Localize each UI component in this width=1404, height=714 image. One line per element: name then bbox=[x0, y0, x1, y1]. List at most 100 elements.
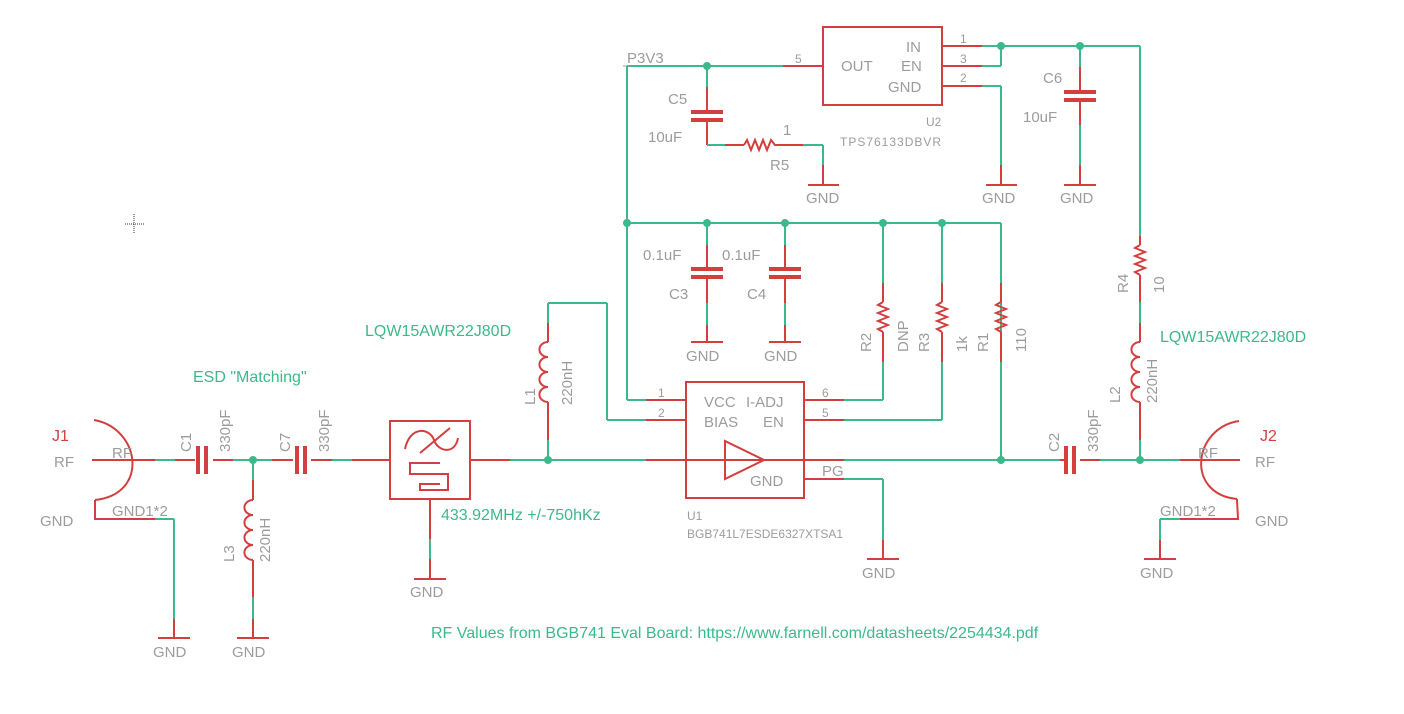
r1-value: 110 bbox=[1013, 328, 1030, 352]
u1-pin-2-num: 2 bbox=[658, 406, 665, 420]
u1-nets: GND bbox=[548, 302, 942, 582]
l3-inductor[interactable]: L3 220nH GND bbox=[221, 460, 274, 661]
c7-value: 330pF bbox=[316, 409, 333, 452]
j1-connector[interactable]: J1 RF GND RF GND1*2 GND bbox=[40, 419, 190, 661]
filter-frequency-note: 433.92MHz +/-750hKz bbox=[441, 507, 601, 524]
gnd-label: GND bbox=[1140, 565, 1174, 582]
r5-ref: R5 bbox=[770, 157, 789, 174]
l2-value: 220nH bbox=[1144, 359, 1161, 403]
gnd-label: GND bbox=[764, 348, 798, 365]
filter-wave-icon bbox=[404, 430, 459, 451]
u1-pin-iadj-label: I-ADJ bbox=[746, 394, 784, 411]
c7-capacitor[interactable]: C7 330pF bbox=[277, 409, 333, 474]
u1-pin-bias-label: BIAS bbox=[704, 414, 738, 431]
u1-pin-1-num: 1 bbox=[658, 386, 665, 400]
u2-pin-out-label: OUT bbox=[841, 58, 873, 75]
r3-value: 1k bbox=[954, 336, 971, 352]
r1-ref: R1 bbox=[975, 333, 992, 352]
u2-pin-in-label: IN bbox=[906, 39, 921, 56]
gnd-label: GND bbox=[410, 584, 444, 601]
r3-resistor[interactable]: R3 1k bbox=[916, 223, 971, 420]
c6-ref: C6 bbox=[1043, 70, 1062, 87]
u2-pin-gnd-label: GND bbox=[888, 79, 922, 96]
r4-value: 10 bbox=[1151, 276, 1168, 293]
l1-inductor[interactable]: L1 220nH LQW15AWR22J80D bbox=[365, 303, 576, 460]
u1-pin-gnd-label: GND bbox=[750, 473, 784, 490]
l1-part-note: LQW15AWR22J80D bbox=[365, 323, 511, 340]
u1-pin-pg-label: PG bbox=[822, 463, 844, 480]
u2-regulator[interactable]: OUT IN EN GND 5 1 3 2 U2 TPS76133DBVR bbox=[783, 26, 982, 149]
c5-capacitor[interactable]: C5 10uF bbox=[648, 66, 723, 146]
rf-values-note: RF Values from BGB741 Eval Board: https:… bbox=[431, 625, 1039, 642]
p3v3-net-label: P3V3 bbox=[627, 50, 664, 67]
u1-part: BGB741L7ESDE6327XTSA1 bbox=[687, 527, 843, 541]
gnd-label: GND bbox=[806, 190, 840, 207]
r2-value: DNP bbox=[895, 320, 912, 352]
j2-rf-label: RF bbox=[1255, 454, 1275, 471]
gnd-label: GND bbox=[686, 348, 720, 365]
c4-ref: C4 bbox=[747, 286, 766, 303]
u2-ref: U2 bbox=[926, 115, 942, 129]
j2-pin-gnd: GND1*2 bbox=[1160, 503, 1216, 520]
u1-pin-5-num: 5 bbox=[822, 406, 829, 420]
u2-pin-5-num: 5 bbox=[795, 52, 802, 66]
c3-ref: C3 bbox=[669, 286, 688, 303]
j1-pin-gnd: GND1*2 bbox=[112, 503, 168, 520]
gnd-label: GND bbox=[862, 565, 896, 582]
c5-value: 10uF bbox=[648, 129, 682, 146]
r4-resistor[interactable]: R4 10 bbox=[1115, 236, 1168, 323]
c6-value: 10uF bbox=[1023, 109, 1057, 126]
u1-ref: U1 bbox=[687, 509, 703, 523]
c2-capacitor[interactable]: C2 330pF bbox=[1046, 409, 1102, 474]
r4-ref: R4 bbox=[1115, 274, 1132, 293]
c3-capacitor[interactable]: 0.1uF C3 GND bbox=[643, 223, 723, 365]
r2-ref: R2 bbox=[858, 333, 875, 352]
j1-pin-rf: RF bbox=[112, 445, 132, 462]
vin-net: GND bbox=[982, 42, 1141, 236]
saw-filter[interactable]: GND 433.92MHz +/-750hKz bbox=[389, 420, 601, 601]
esd-matching-note: ESD "Matching" bbox=[193, 369, 307, 386]
c1-value: 330pF bbox=[217, 409, 234, 452]
j1-rf-label: RF bbox=[54, 454, 74, 471]
u2-part: TPS76133DBVR bbox=[840, 135, 942, 149]
u1-pin-6-num: 6 bbox=[822, 386, 829, 400]
r3-ref: R3 bbox=[916, 333, 933, 352]
l3-ref: L3 bbox=[221, 545, 238, 562]
c1-ref: C1 bbox=[178, 433, 195, 452]
c2-value: 330pF bbox=[1085, 409, 1102, 452]
l1-value: 220nH bbox=[559, 361, 576, 405]
l3-value: 220nH bbox=[257, 518, 274, 562]
c7-ref: C7 bbox=[277, 433, 294, 452]
j2-connector[interactable]: J2 RF GND RF GND1*2 GND bbox=[1140, 420, 1289, 582]
c6-capacitor[interactable]: C6 10uF GND bbox=[1023, 46, 1096, 207]
u2-pin-en-label: EN bbox=[901, 58, 922, 75]
r1-resistor[interactable]: R1 110 bbox=[975, 283, 1030, 362]
u1-pin-en-label: EN bbox=[763, 414, 784, 431]
j1-ref: J1 bbox=[52, 428, 69, 445]
u2-pin-2-num: 2 bbox=[960, 71, 967, 85]
r5-resistor[interactable]: 1 R5 GND bbox=[707, 122, 840, 207]
l2-inductor[interactable]: L2 220nH LQW15AWR22J80D bbox=[1107, 323, 1306, 460]
amplifier-triangle-icon bbox=[724, 439, 767, 481]
gnd-label: GND bbox=[982, 190, 1016, 207]
r5-value: 1 bbox=[783, 122, 791, 139]
l1-ref: L1 bbox=[522, 388, 539, 405]
j2-gnd-label: GND bbox=[1255, 513, 1289, 530]
c4-value: 0.1uF bbox=[722, 247, 760, 264]
c3-value: 0.1uF bbox=[643, 247, 681, 264]
gnd-label: GND bbox=[1060, 190, 1094, 207]
c2-ref: C2 bbox=[1046, 433, 1063, 452]
c1-capacitor[interactable]: C1 330pF bbox=[178, 409, 234, 474]
gnd-label: GND bbox=[153, 644, 187, 661]
u1-pin-vcc-label: VCC bbox=[704, 394, 736, 411]
r2-resistor[interactable]: R2 DNP bbox=[858, 223, 912, 400]
j1-gnd-label: GND bbox=[40, 513, 74, 530]
u2-pin-3-num: 3 bbox=[960, 52, 967, 66]
u1-amplifier[interactable]: VCC I-ADJ BIAS EN GND PG 1 2 6 5 U1 BGB7… bbox=[646, 381, 844, 541]
gnd-label: GND bbox=[232, 644, 266, 661]
l2-part-note: LQW15AWR22J80D bbox=[1160, 329, 1306, 346]
c4-capacitor[interactable]: 0.1uF C4 GND bbox=[722, 223, 801, 365]
u2-pin-1-num: 1 bbox=[960, 32, 967, 46]
j2-ref: J2 bbox=[1260, 428, 1277, 445]
